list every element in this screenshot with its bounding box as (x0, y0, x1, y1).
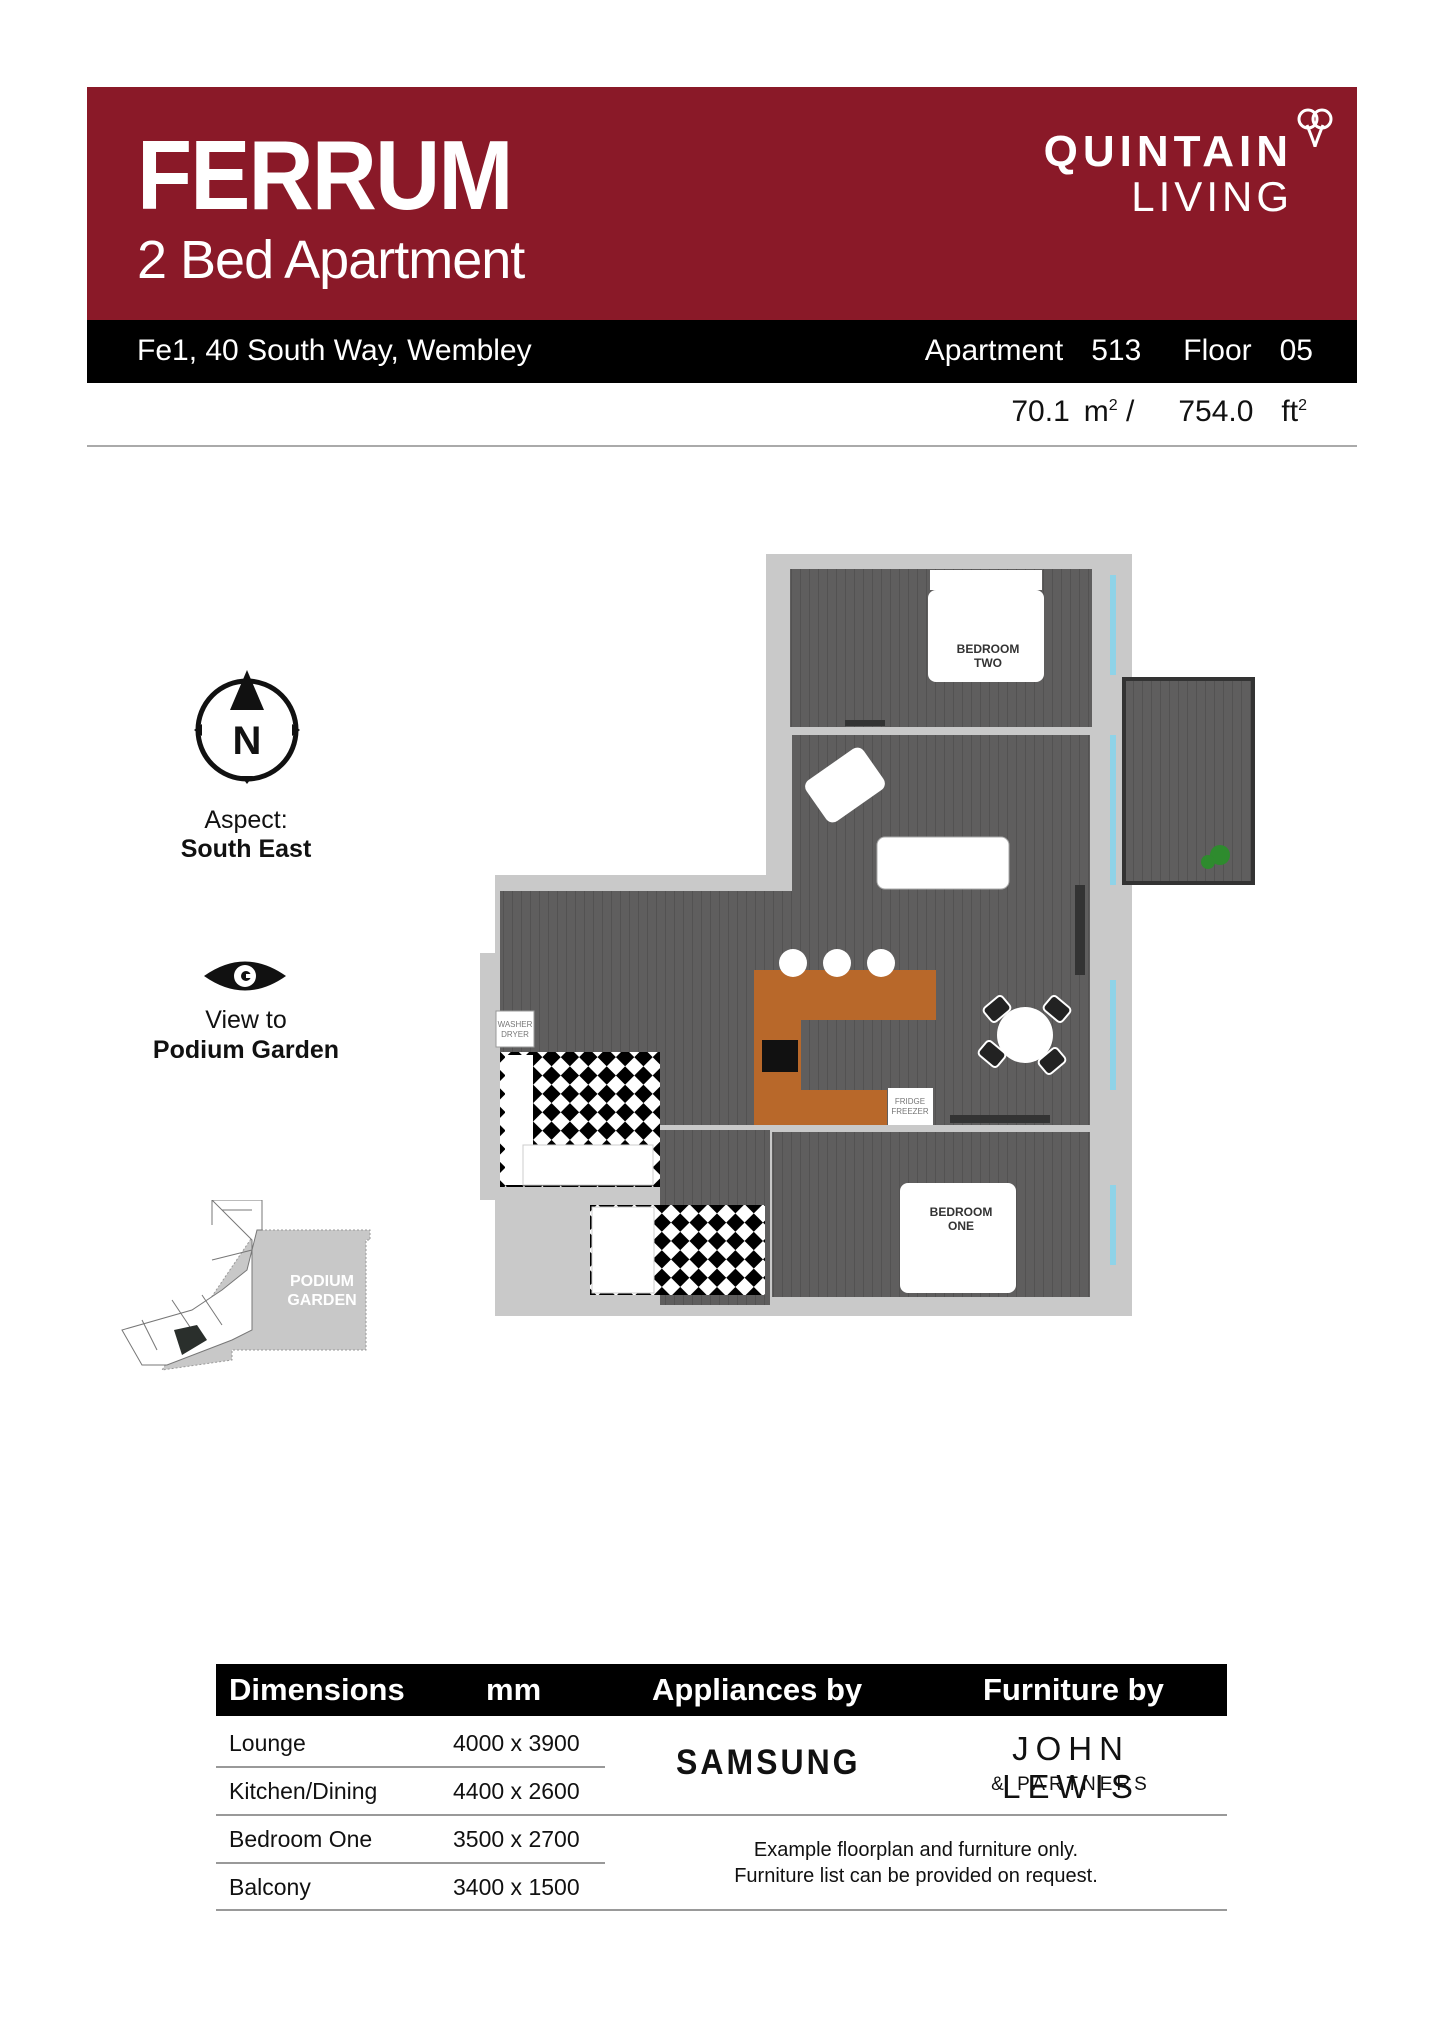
apartment-number: 513 (1091, 334, 1142, 367)
floorplan-drawing: WASHER DRYER FRIDGE FREEZER BEDROOM TWO … (480, 554, 1255, 1316)
floor-number: 05 (1279, 334, 1313, 367)
bedroom-two-label-2: TWO (974, 656, 1002, 670)
header-appliances: Appliances by (652, 1672, 863, 1707)
aspect-label: Aspect: (204, 806, 288, 834)
area-sqft: 754.0 (1178, 395, 1254, 428)
svg-text:N: N (233, 719, 262, 763)
apartment-type: 2 Bed Apartment (137, 230, 525, 290)
sqft-exp: 2 (1298, 397, 1307, 414)
keyplan-label-2: GARDEN (287, 1292, 357, 1309)
note-line-1: Example floorplan and furniture only. (753, 1839, 1079, 1861)
room-size: 4400 x 2600 (453, 1778, 580, 1804)
brand-logo-line2: LIVING (1131, 173, 1293, 220)
sqm-exp: 2 (1108, 397, 1118, 414)
area-readout: 70.1 m2 / 754.0 ft2 (1011, 395, 1307, 429)
apartment-label: Apartment (924, 334, 1064, 367)
view-value: Podium Garden (152, 1036, 340, 1064)
armchair (805, 747, 885, 823)
view-label: View to (205, 1006, 287, 1034)
dining-table (997, 1007, 1053, 1063)
samsung-logo: SAMSUNG (676, 1742, 861, 1782)
bed-two (928, 590, 1044, 682)
sofa (876, 836, 1010, 890)
disclaimer-note: Example floorplan and furniture only. Fu… (696, 1837, 1136, 1889)
fridge-label: FRIDGE (895, 1097, 925, 1106)
info-bar: Fe1, 40 South Way, Wembley Apartment 513… (87, 320, 1357, 383)
bedroom-one-label: BEDROOM (930, 1205, 993, 1219)
site-keyplan-diagram (121, 1200, 371, 1371)
eye-view-icon (204, 961, 286, 991)
sqm-unit: m (1083, 395, 1109, 428)
address: Fe1, 40 South Way, Wembley (137, 334, 532, 367)
specs-table: Dimensions mm Appliances by Furniture by… (216, 1664, 1227, 1911)
john-lewis-logo: JOHN LEWIS (1002, 1730, 1140, 1805)
room-name: Kitchen/Dining (229, 1778, 378, 1804)
floor-label: Floor (1183, 334, 1252, 367)
bed-one (900, 1183, 1016, 1293)
header-banner: FERRUM 2 Bed Apartment QUINTAIN LIVING (87, 87, 1357, 320)
fridge-freezer (888, 1088, 933, 1125)
washer-dryer (495, 1010, 535, 1048)
freezer-label: FREEZER (891, 1107, 929, 1116)
table-row: Kitchen/Dining 4400 x 2600 (216, 1767, 605, 1815)
header-dimensions: Dimensions (229, 1672, 405, 1707)
room-size: 4000 x 3900 (453, 1730, 580, 1756)
sqft-unit: ft (1281, 395, 1299, 428)
washer-label: WASHER (498, 1020, 533, 1029)
room-size: 3500 x 2700 (453, 1826, 580, 1852)
kitchen-counter (754, 970, 936, 1125)
key-plan: PODIUM GARDEN (112, 1200, 374, 1372)
brand-logo-line1: QUINTAIN (1043, 127, 1293, 176)
area-sqm: 70.1 (1011, 395, 1070, 428)
table-row: Balcony 3400 x 1500 (216, 1863, 605, 1911)
table-row: Lounge 4000 x 3900 (216, 1719, 605, 1767)
room-name: Bedroom One (229, 1826, 373, 1852)
north-compass-icon: N (194, 670, 300, 784)
aspect-value: South East (180, 835, 312, 863)
development-title: FERRUM (137, 120, 513, 230)
area-separator: / (1126, 395, 1135, 428)
keyplan-label-1: PODIUM (290, 1273, 354, 1290)
dryer-label: DRYER (501, 1030, 529, 1039)
john-lewis-logo-sub: & PARTNERS (991, 1774, 1151, 1795)
bedroom-one-label-2: ONE (948, 1219, 974, 1233)
trefoil-logo-icon (1297, 108, 1333, 148)
header-mm: mm (486, 1672, 542, 1707)
floorplan: WASHER DRYER FRIDGE FREEZER BEDROOM TWO … (480, 550, 1260, 1550)
room-size: 3400 x 1500 (453, 1874, 580, 1900)
room-name: Lounge (229, 1730, 306, 1756)
bedroom-two-label: BEDROOM (957, 642, 1020, 656)
header-furniture: Furniture by (983, 1672, 1164, 1707)
hob (762, 1040, 798, 1072)
note-line-2: Furniture list can be provided on reques… (734, 1865, 1098, 1887)
table-header: Dimensions mm Appliances by Furniture by (216, 1664, 1227, 1716)
room-name: Balcony (229, 1874, 311, 1900)
table-row: Bedroom One 3500 x 2700 (216, 1815, 605, 1863)
divider (87, 445, 1357, 447)
